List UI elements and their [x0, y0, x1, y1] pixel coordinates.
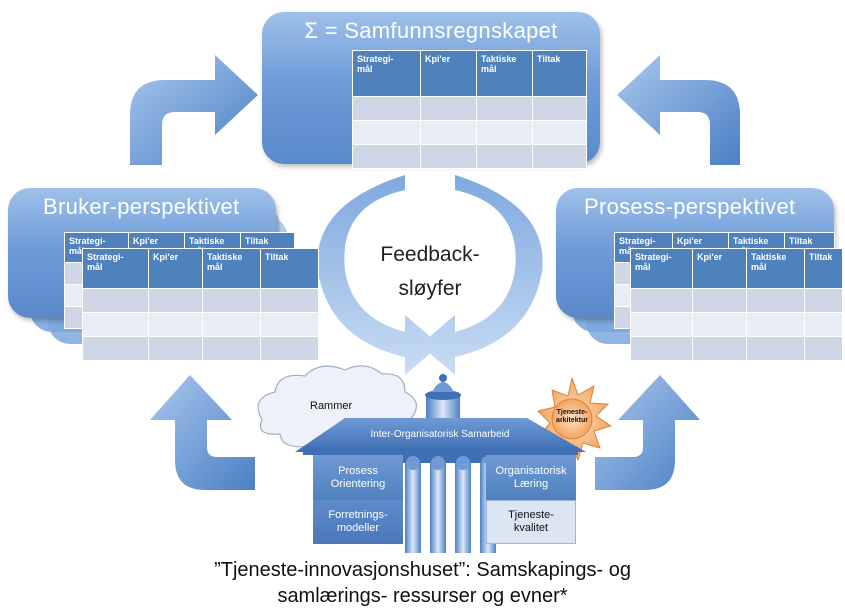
arrow-bottom-left: [150, 375, 255, 490]
header-kpi: Kpi'er: [148, 248, 203, 289]
header-taktiske: Taktiske mål: [476, 50, 533, 97]
sun-shape: [537, 376, 613, 462]
header-tiltak: Tiltak: [260, 248, 319, 289]
box-tjenestekvalitet: Tjeneste- kvalitet: [486, 500, 576, 544]
panel-title: Prosess-perspektivet: [584, 194, 796, 219]
arrow-top-right: [617, 55, 740, 165]
box-organisatorisk-laering: Organisatorisk Læring: [486, 455, 576, 500]
cloud-label: Rammer: [310, 400, 353, 412]
feedback-arrow-right: [420, 175, 543, 375]
sun-label: Tjeneste- arkitektur: [550, 409, 594, 425]
header-kpi: Kpi'er: [420, 50, 477, 97]
panel-title: Σ = Samfunnsregnskapet: [304, 18, 558, 43]
header-strategi: Strategi- mål: [352, 50, 421, 97]
header-strategi: Strategi- mål: [82, 248, 149, 289]
kpi-table-top: Strategi- mål Kpi'er Taktiske mål Tiltak: [352, 50, 587, 169]
header-taktiske: Taktiske mål: [202, 248, 261, 289]
header-kpi: Kpi'er: [692, 248, 747, 289]
box-prosess-orientering: Prosess Orientering: [313, 455, 403, 500]
header-tiltak: Tiltak: [804, 248, 843, 289]
caption-line1: ”Tjeneste-innovasjonshuset”: Samskapings…: [214, 559, 631, 581]
header-tiltak: Tiltak: [532, 50, 587, 97]
panel-title: Bruker-perspektivet: [43, 194, 240, 219]
box-forretningsmodeller: Forretnings- modeller: [313, 500, 403, 544]
house-roof: [295, 418, 586, 452]
sun-label-line2: arkitektur: [556, 417, 588, 424]
arrow-top-left: [130, 55, 258, 165]
feedback-line2: sløyfer: [398, 277, 462, 300]
feedback-line1: Feedback-: [380, 243, 480, 266]
roof-label: Inter-Organisatorisk Samarbeid: [370, 429, 510, 440]
caption-line2: samlærings- ressurser og evner*: [277, 585, 568, 607]
header-taktiske: Taktiske mål: [746, 248, 805, 289]
header-strategi: Strategi- mål: [630, 248, 693, 289]
feedback-arrow-left: [317, 175, 440, 375]
arrow-bottom-right: [595, 375, 700, 490]
feedback-label: Feedback- sløyfer: [360, 238, 500, 306]
sun-label-line1: Tjeneste-: [556, 409, 588, 416]
